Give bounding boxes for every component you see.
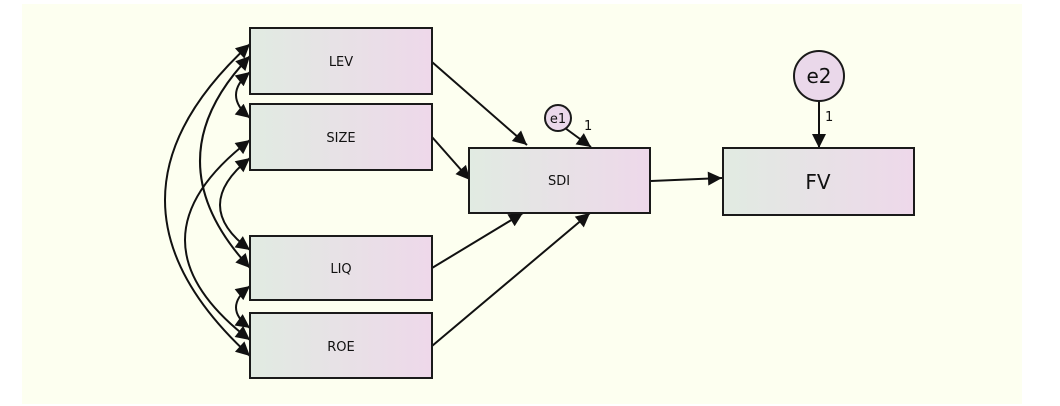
node-liq-label: LIQ xyxy=(330,262,351,277)
path-lev-sdi xyxy=(431,61,528,146)
node-size: SIZE xyxy=(249,103,433,171)
node-sdi-box xyxy=(468,147,651,214)
node-fv-box xyxy=(722,147,915,216)
regression-arrows xyxy=(431,61,826,347)
covariance-lev-size xyxy=(234,71,251,119)
node-liq-box xyxy=(249,235,433,301)
node-sdi-label: SDI xyxy=(548,174,570,189)
node-roe-label: ROE xyxy=(327,340,354,355)
error-e2: e2 1 xyxy=(793,50,845,125)
covariance-liq-roe xyxy=(234,285,251,329)
path-roe-sdi xyxy=(431,212,591,347)
node-lev-label: LEV xyxy=(329,55,353,70)
covariance-arrows xyxy=(164,43,251,357)
error-e1: e1 1 xyxy=(544,104,592,134)
covariance-size-roe xyxy=(184,139,251,341)
path-liq-sdi xyxy=(431,212,524,269)
node-size-box xyxy=(249,103,433,171)
node-lev-box xyxy=(249,27,433,95)
node-size-label: SIZE xyxy=(326,131,355,146)
node-liq: LIQ xyxy=(249,235,433,301)
covariance-lev-roe xyxy=(164,43,251,357)
node-roe-box xyxy=(249,312,433,379)
path-sdi-fv xyxy=(650,171,723,186)
node-sdi: SDI xyxy=(468,147,651,214)
node-fv-label: FV xyxy=(805,170,831,194)
error-e1-circle xyxy=(544,104,572,132)
error-e1-label: e1 xyxy=(550,112,566,127)
path-e2-weight: 1 xyxy=(825,110,833,125)
node-roe: ROE xyxy=(249,312,433,379)
path-size-sdi xyxy=(431,136,471,181)
covariance-lev-liq xyxy=(199,55,251,269)
path-e1-sdi xyxy=(564,127,592,148)
error-e2-label: e2 xyxy=(806,64,831,88)
path-e1-weight: 1 xyxy=(584,119,592,134)
node-lev: LEV xyxy=(249,27,433,95)
error-e2-circle xyxy=(793,50,845,102)
node-fv: FV xyxy=(722,147,915,216)
